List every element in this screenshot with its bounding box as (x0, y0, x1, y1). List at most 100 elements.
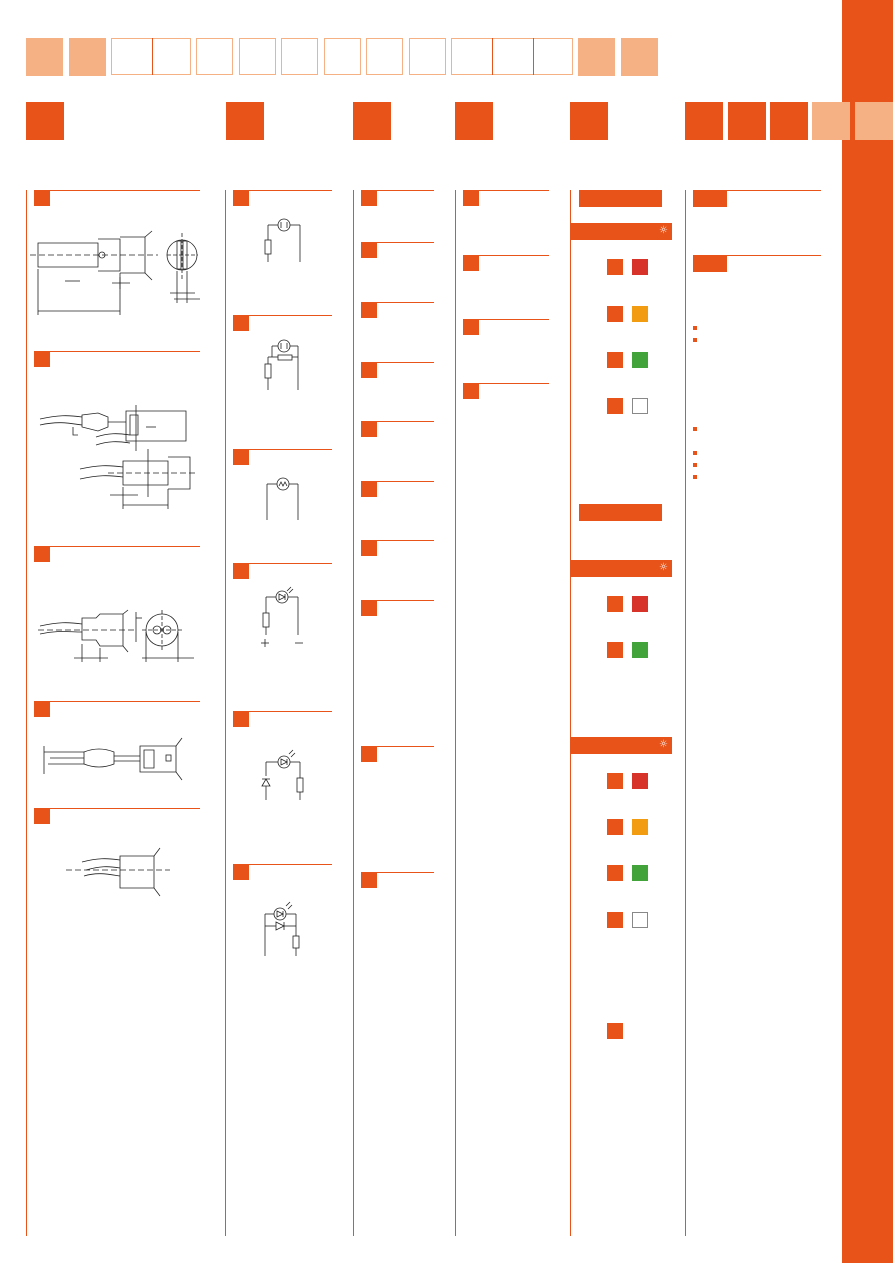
section-rule (233, 449, 332, 450)
header-block (26, 102, 64, 140)
header-block (728, 102, 766, 140)
color-chip-red (632, 259, 648, 275)
row-marker (607, 819, 623, 835)
glow-lamp-circuit-icon (266, 477, 299, 520)
section-marker (361, 302, 377, 318)
section-marker (361, 242, 377, 258)
connector-drawing-5 (66, 847, 170, 897)
section-marker (233, 315, 249, 331)
tab-cell[interactable] (26, 38, 63, 76)
led-circuit-icon (261, 586, 303, 647)
section-rule (693, 190, 821, 191)
connector-drawing-1 (30, 230, 200, 315)
heading-bar-light: ☼ (570, 223, 672, 240)
bullet (693, 475, 697, 479)
section-marker (463, 190, 479, 206)
bullet (693, 326, 697, 330)
tab-cell[interactable] (409, 38, 446, 75)
color-chip-white (632, 398, 648, 414)
tab-cell[interactable] (281, 38, 318, 75)
header-block (455, 102, 493, 140)
bullet (693, 463, 697, 467)
connector-drawing-2 (39, 405, 196, 509)
row-marker (607, 398, 623, 414)
section-rule (34, 701, 200, 702)
column-divider (455, 190, 456, 1236)
tab-cell[interactable] (451, 38, 573, 75)
note-block (693, 190, 727, 207)
section-marker (34, 808, 50, 824)
connector-drawing-3 (38, 609, 194, 662)
row-marker (607, 773, 623, 789)
tab-divider (533, 38, 534, 75)
section-marker (233, 864, 249, 880)
section-rule (233, 190, 332, 191)
connector-drawing-4 (43, 737, 183, 781)
section-marker (233, 190, 249, 206)
tab-cell[interactable] (196, 38, 233, 75)
tab-cell[interactable] (366, 38, 403, 75)
section-rule (361, 421, 434, 422)
section-rule (233, 864, 332, 865)
tab-cell[interactable] (621, 38, 658, 76)
color-chip-white (632, 912, 648, 928)
tab-cell[interactable] (578, 38, 615, 76)
led-bidirectional-circuit-icon (264, 901, 300, 956)
bullet (693, 451, 697, 455)
section-marker (463, 255, 479, 271)
column-divider (26, 190, 27, 1236)
color-chip-red (632, 773, 648, 789)
section-rule (233, 711, 332, 712)
light-symbol-icon: ☼ (659, 739, 668, 750)
section-rule (463, 383, 549, 384)
row-marker (607, 912, 623, 928)
color-chip-red (632, 596, 648, 612)
heading-bar (579, 190, 662, 207)
header-block (685, 102, 723, 140)
row-marker (607, 259, 623, 275)
light-symbol-icon: ☼ (659, 562, 668, 573)
section-rule (693, 255, 821, 256)
section-marker (233, 449, 249, 465)
light-symbol-icon: ☼ (659, 225, 668, 236)
section-marker (361, 481, 377, 497)
row-marker (607, 352, 623, 368)
section-rule (361, 481, 434, 482)
tab-cell[interactable] (239, 38, 276, 75)
tab-cell[interactable] (324, 38, 361, 75)
tab-cell[interactable] (111, 38, 191, 75)
row-marker (607, 865, 623, 881)
section-rule (233, 563, 332, 564)
header-block (812, 102, 850, 140)
bullet (693, 338, 697, 342)
section-marker (463, 383, 479, 399)
section-rule (233, 315, 332, 316)
header-block (226, 102, 264, 140)
row-marker (607, 306, 623, 322)
column-divider (570, 190, 571, 1236)
section-marker (361, 540, 377, 556)
section-rule (463, 190, 549, 191)
section-rule (361, 600, 434, 601)
row-marker (607, 642, 623, 658)
row-marker (607, 596, 623, 612)
section-rule (34, 808, 200, 809)
heading-bar (579, 504, 662, 521)
section-rule (463, 319, 549, 320)
note-block (693, 255, 727, 272)
color-chip-green (632, 642, 648, 658)
bullet (693, 427, 697, 431)
section-marker (463, 319, 479, 335)
tab-divider (492, 38, 493, 75)
section-rule (361, 302, 434, 303)
side-tab (842, 0, 893, 1263)
section-rule (361, 872, 434, 873)
color-chip-green (632, 865, 648, 881)
color-chip-amber (632, 306, 648, 322)
column-divider (353, 190, 354, 1236)
row-marker (607, 1023, 623, 1039)
tab-cell[interactable] (69, 38, 106, 76)
section-marker (233, 563, 249, 579)
column-divider (225, 190, 226, 1236)
section-marker (361, 746, 377, 762)
